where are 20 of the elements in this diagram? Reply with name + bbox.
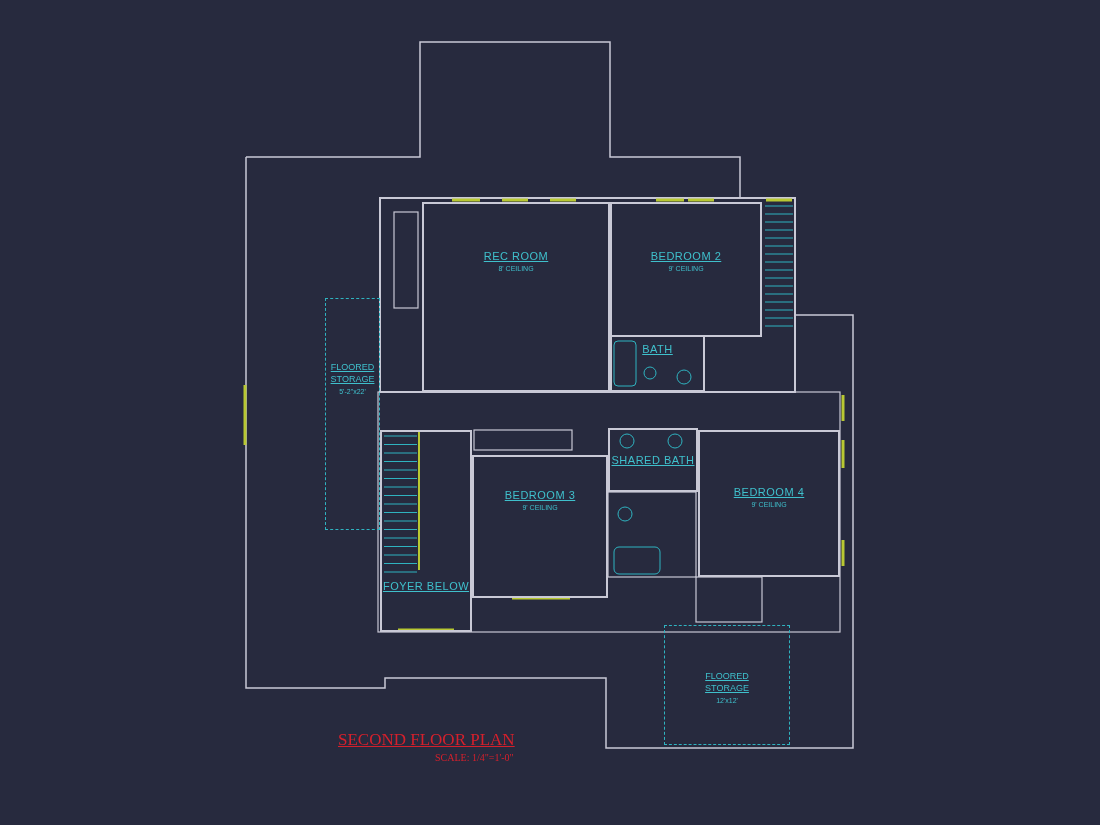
room-outline — [698, 430, 840, 577]
room-name: FLOORED STORAGE — [705, 670, 749, 694]
room-outline — [608, 428, 698, 492]
room-name: REC ROOM — [483, 250, 549, 262]
room-outline — [610, 335, 705, 392]
room-name: BEDROOM 2 — [650, 250, 722, 262]
dashed-storage-outline — [664, 625, 790, 745]
room-name: BATH — [642, 343, 673, 355]
room-name: BEDROOM 3 — [504, 489, 576, 501]
room-outline — [380, 430, 472, 632]
room-name: SHARED BATH — [611, 454, 695, 466]
scale-note: SCALE: 1/4"=1'-0" — [435, 752, 514, 763]
plan-title: SECOND FLOOR PLAN — [338, 730, 515, 750]
room-name: FOYER BELOW — [382, 580, 470, 592]
dashed-storage-outline — [325, 298, 380, 530]
room-name: FLOORED STORAGE — [330, 361, 375, 385]
room-name: BEDROOM 4 — [733, 486, 805, 498]
room-outline — [422, 202, 610, 392]
room-outline — [610, 202, 762, 337]
room-outline — [472, 455, 608, 598]
